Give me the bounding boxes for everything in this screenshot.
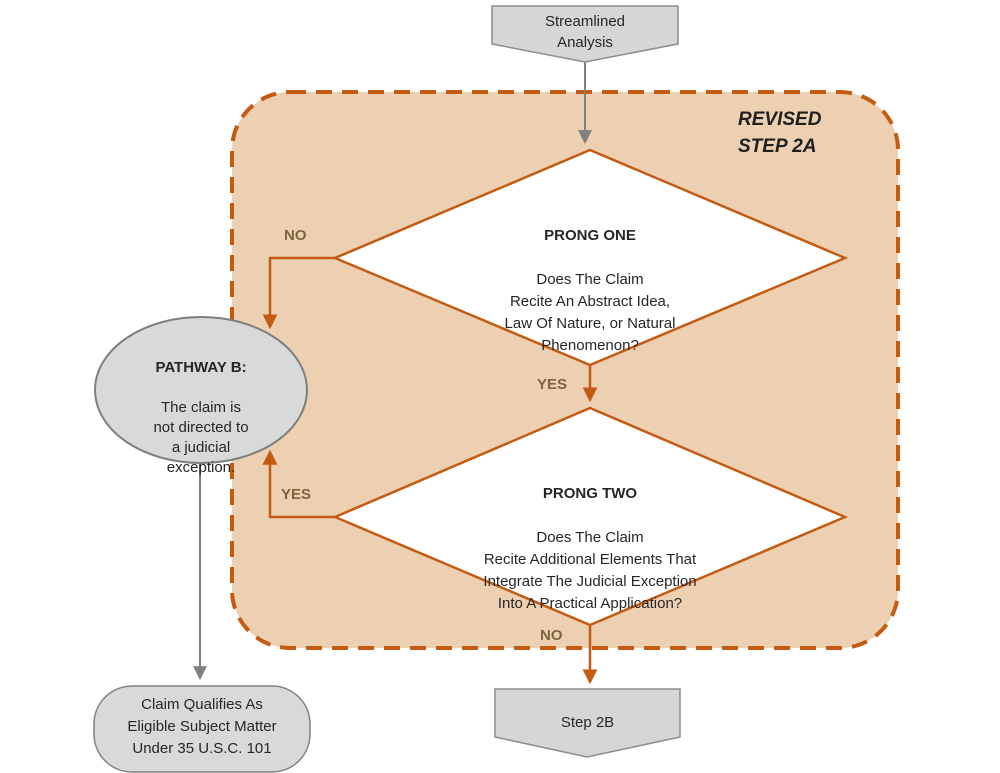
prong-two-question: Does The Claim Recite Additional Element… [483, 529, 697, 612]
prong-one-question: Does The Claim Recite An Abstract Idea, … [504, 271, 676, 354]
streamlined-analysis-label: Streamlined Analysis [544, 13, 626, 51]
revised-step-2a-title: REVISED STEP 2A [738, 109, 822, 157]
streamlined-analysis-shape [491, 5, 679, 63]
pathway-b-title: PATHWAY B: [155, 359, 247, 376]
pathway-b-text: PATHWAY B: The claim is not directed to … [106, 338, 296, 498]
edge-label-prong-one-yes: YES [537, 376, 568, 393]
edge-label-prong-one-no: NO [284, 227, 307, 244]
prong-one-title: PRONG ONE [544, 227, 636, 244]
edge-label-prong-two-no: NO [540, 627, 563, 644]
edge-label-prong-two-yes: YES [281, 486, 312, 503]
pathway-b-body: The claim is not directed to a judicial … [153, 399, 249, 476]
prong-two-title: PRONG TWO [542, 485, 638, 502]
step-2b-label: Step 2B [560, 714, 615, 731]
prong-one-text: PRONG ONE Does The Claim Recite An Abstr… [380, 203, 800, 379]
claim-qualifies-label: Claim Qualifies As Eligible Subject Matt… [127, 696, 277, 757]
arrow-prong-one-no-to-pathway-b [262, 256, 335, 330]
claim-qualifies-shape [93, 685, 311, 773]
arrow-prong-two-yes-to-pathway-b [262, 449, 335, 519]
prong-two-text: PRONG TWO Does The Claim Recite Addition… [380, 461, 800, 637]
step-2b-shape [494, 688, 681, 758]
